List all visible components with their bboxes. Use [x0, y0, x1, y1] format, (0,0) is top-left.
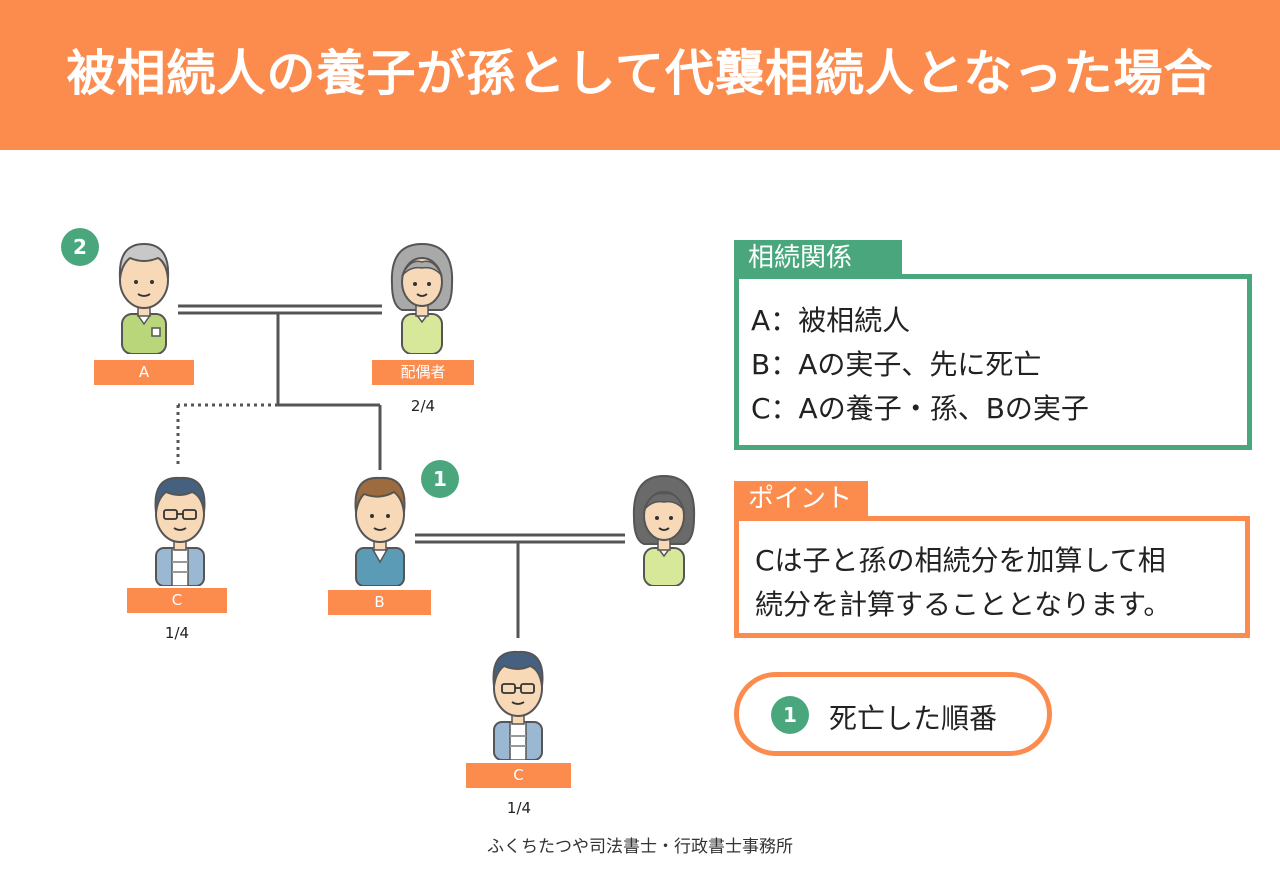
footer-credit: ふくちたつや司法書士・行政書士事務所 — [487, 837, 793, 857]
death-order-badge-a: 2 — [61, 228, 99, 266]
point-heading: ポイント — [734, 481, 868, 517]
person-a-avatar — [118, 242, 170, 354]
share-c-adopted: 1/4 — [164, 624, 190, 642]
person-c-grandchild-avatar — [492, 650, 544, 760]
legend-number-badge: 1 — [771, 696, 809, 734]
label-a: A — [94, 360, 194, 385]
legend-box: 1 死亡した順番 — [734, 672, 1052, 756]
relationship-line-c: C：Aの養子・孫、Bの実子 — [751, 392, 1089, 425]
share-spouse: 2/4 — [410, 397, 436, 415]
point-box: Cは子と孫の相続分を加算して相 続分を計算することとなります。 — [734, 516, 1250, 638]
death-order-badge-b: 1 — [421, 460, 459, 498]
person-b-wife-avatar — [632, 474, 696, 586]
person-spouse-avatar — [390, 242, 454, 354]
relationship-line-a: A：被相続人 — [751, 304, 911, 337]
legend-text: 死亡した順番 — [829, 702, 998, 735]
point-line-2: 続分を計算することとなります。 — [755, 588, 1172, 621]
person-c-adopted-avatar — [154, 476, 206, 586]
person-b-avatar — [354, 476, 406, 586]
label-c-adopted: C — [127, 588, 227, 613]
label-spouse: 配偶者 — [372, 360, 474, 385]
page-title: 被相続人の養子が孫として代襲相続人となった場合 — [66, 45, 1214, 102]
relationship-line-b: B：Aの実子、先に死亡 — [751, 348, 1042, 381]
label-c-grandchild: C — [466, 763, 571, 788]
point-line-1: Cは子と孫の相続分を加算して相 — [755, 544, 1166, 577]
header-banner — [0, 0, 1280, 150]
share-c-grandchild: 1/4 — [506, 799, 532, 817]
relationship-box: A：被相続人 B：Aの実子、先に死亡 C：Aの養子・孫、Bの実子 — [734, 274, 1252, 450]
label-b: B — [328, 590, 431, 615]
relationship-heading: 相続関係 — [734, 240, 902, 276]
